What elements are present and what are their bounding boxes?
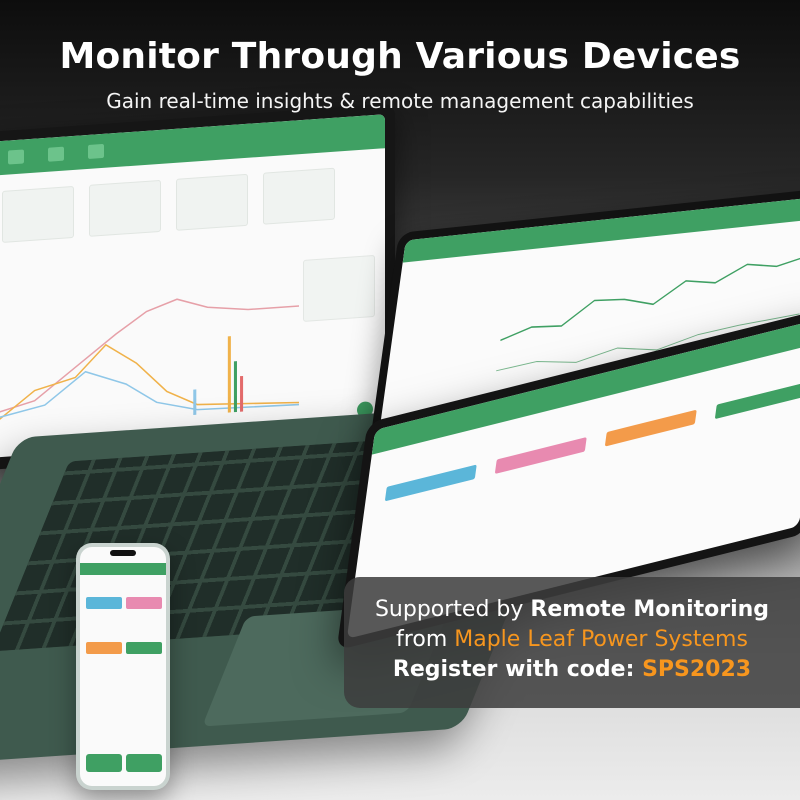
phone-notch: [110, 550, 136, 556]
promo-line-3: Register with code: SPS2023: [344, 655, 800, 685]
promo-line-2: from Maple Leaf Power Systems: [344, 625, 800, 655]
chart-series-line: [0, 343, 299, 425]
nav-icon: [88, 143, 104, 159]
chart-series-line: [0, 370, 299, 420]
status-tile: [604, 409, 697, 447]
nav-icon: [8, 149, 24, 165]
chart-bar: [240, 375, 244, 412]
status-tile: [384, 464, 477, 502]
phone-top-bar: [80, 563, 166, 575]
promo-company-name: Maple Leaf Power Systems: [454, 627, 748, 652]
summary-card: [89, 179, 162, 237]
status-tile: [126, 642, 162, 654]
phone-action-button: [126, 754, 162, 772]
smartphone: [76, 543, 170, 790]
side-panel: [303, 254, 375, 322]
promo-line-1-prefix: Supported by: [374, 597, 531, 622]
promo-service-name: Remote Monitoring: [530, 597, 770, 622]
status-tile: [86, 642, 122, 654]
promo-line-1: Supported by Remote Monitoring: [344, 595, 800, 625]
summary-card: [176, 173, 249, 231]
phone-screen: [80, 547, 166, 786]
energy-line-chart: [0, 298, 299, 425]
nav-icon: [48, 146, 64, 162]
laptop-display: [0, 103, 395, 471]
tablet-back: [369, 187, 800, 449]
summary-card: [263, 167, 336, 225]
promo-line-2-prefix: from: [396, 627, 455, 652]
tablet-chart-line: [496, 313, 800, 372]
promo-code: SPS2023: [642, 657, 752, 682]
chart-series-line: [0, 298, 299, 415]
headline: Monitor Through Various Devices: [59, 36, 741, 77]
phone-action-button: [86, 754, 122, 772]
subheadline: Gain real-time insights & remote managem…: [106, 89, 694, 113]
tablet-chart-line: [500, 255, 800, 342]
summary-cards: [2, 165, 371, 251]
promo-box: Supported by Remote Monitoring from Mapl…: [344, 577, 800, 708]
tablet-line-chart: [496, 255, 800, 372]
tablet-back-screen: [378, 196, 800, 440]
chart-bar: [233, 361, 237, 413]
chart-bar: [227, 336, 231, 413]
status-tile: [494, 437, 587, 474]
chart-bar: [193, 389, 197, 416]
summary-card: [2, 185, 74, 243]
status-tile: [86, 597, 122, 609]
status-tile: [714, 382, 800, 420]
promo-register-label: Register with code:: [392, 657, 643, 682]
laptop-dashboard-screen: [0, 114, 385, 458]
status-tile: [126, 597, 162, 609]
